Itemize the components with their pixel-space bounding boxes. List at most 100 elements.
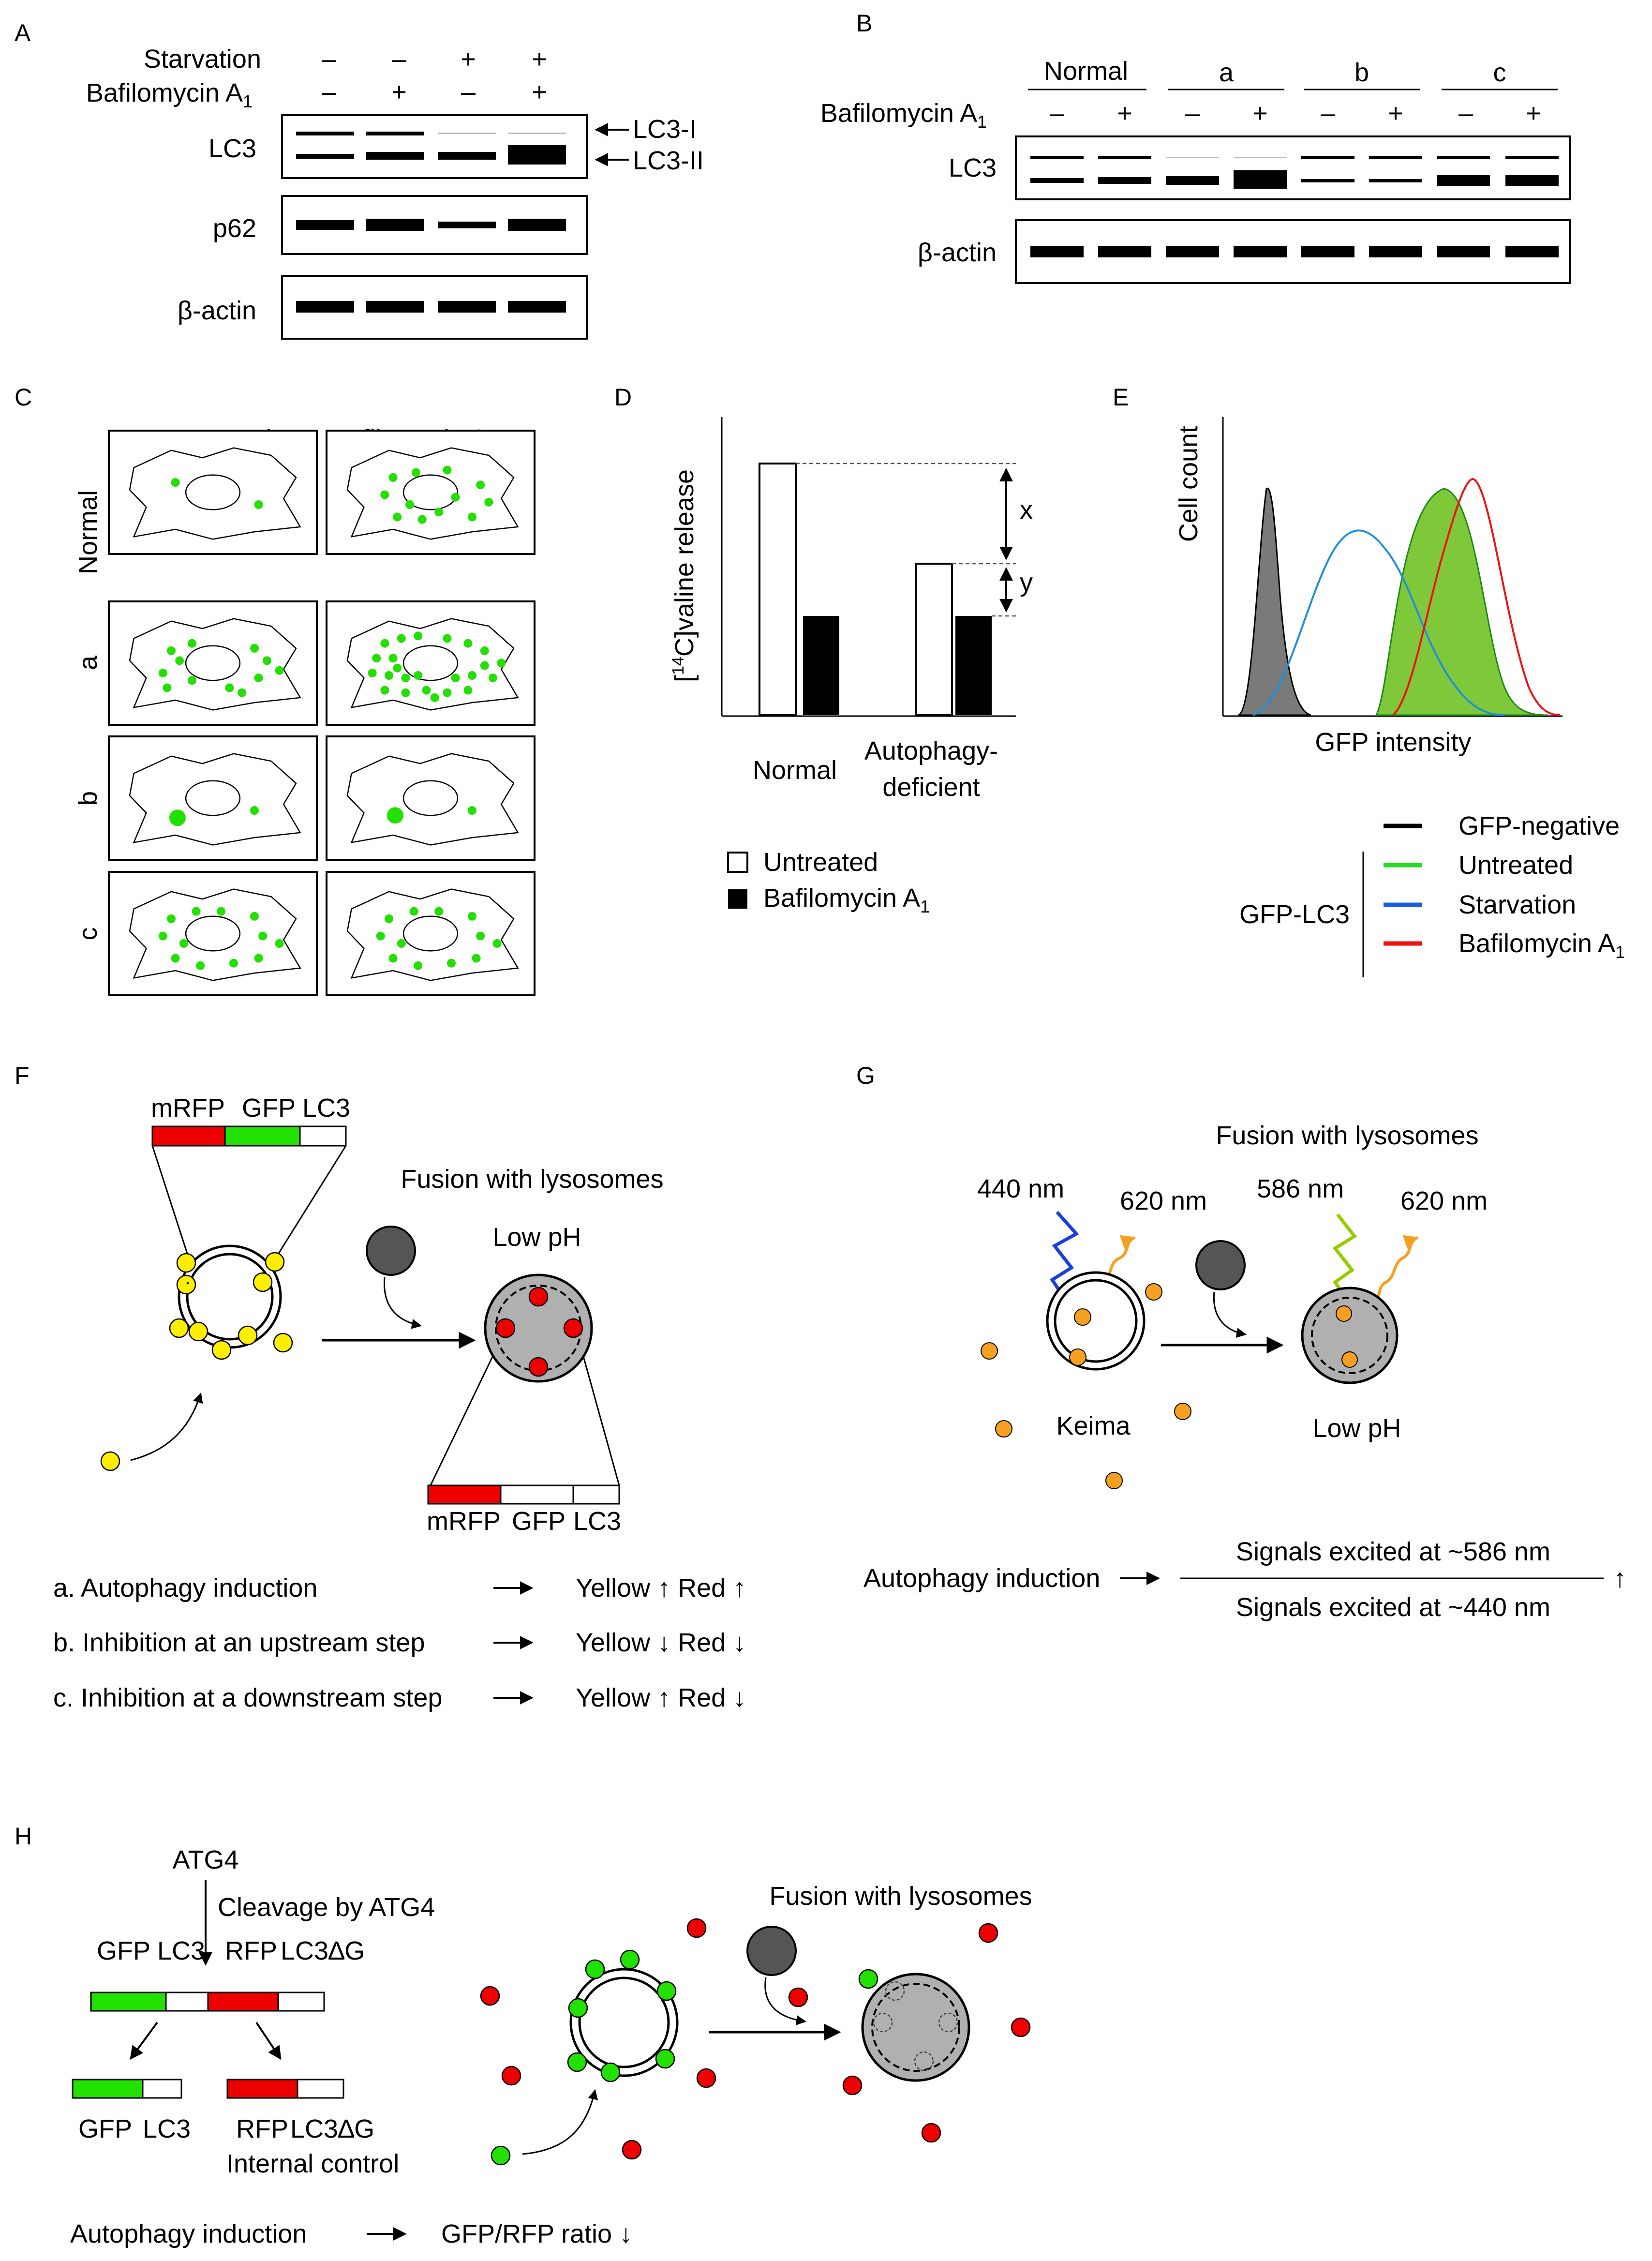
curve-untreated [1375, 488, 1548, 716]
starvation-label: Starvation [144, 45, 261, 74]
sign: + [1117, 99, 1132, 128]
red-dot [528, 1357, 549, 1377]
panel-h: H ATG4 Cleavage by ATG4 GFP LC3 RFP LC3∆… [15, 1823, 1032, 2248]
yellow-dot [176, 1253, 196, 1273]
quenched-dot [914, 2051, 934, 2071]
ratio-denominator: Signals excited at ~440 nm [1236, 1593, 1550, 1622]
gfp-punctum [388, 954, 398, 963]
gfp-punctum [388, 654, 398, 663]
gfp-punctum [393, 512, 402, 522]
band [1437, 156, 1490, 159]
segment-lc3 [165, 1991, 209, 2012]
band [1030, 156, 1084, 159]
band [438, 222, 496, 228]
legend-untreated: Untreated [763, 848, 878, 877]
gfp-punctum [167, 646, 176, 655]
green-dot [585, 1959, 605, 1979]
gfp-punctum [380, 639, 389, 648]
keima-autophagosome-inner [1054, 1279, 1138, 1363]
panel-g-letter: G [856, 1062, 875, 1089]
uptake-arrow [522, 2089, 598, 2155]
yellow-dot [176, 1274, 196, 1295]
band [508, 145, 566, 165]
band [438, 301, 496, 313]
gfp-punctum [414, 961, 423, 970]
band [296, 220, 354, 230]
red-puncta [480, 1918, 1031, 2160]
ratio-numerator: Signals excited at ~586 nm [1236, 1537, 1550, 1566]
green-dot [491, 2145, 511, 2166]
gfp-punctum [158, 668, 167, 677]
row-a: a [74, 655, 103, 670]
gfp-punctum [385, 914, 393, 923]
gfp-punctum [430, 693, 439, 702]
atg4-label: ATG4 [172, 1845, 238, 1874]
gfp-punctum [217, 907, 226, 916]
yellow-dot [186, 1282, 189, 1285]
lc3-bands-b [1030, 156, 1559, 189]
orange-dot [981, 1342, 998, 1360]
sign: + [532, 77, 547, 106]
band [1369, 156, 1422, 159]
gfp-punctum [443, 688, 452, 697]
red-dot [686, 1918, 707, 1938]
cell-image-frame [326, 735, 536, 861]
construct-after-gfp [500, 1484, 574, 1505]
emission-wave-right [1370, 1235, 1419, 1313]
nucleus [185, 915, 241, 952]
panel-c-letter: C [15, 384, 32, 411]
red-dot [528, 1287, 549, 1307]
legend-starvation: Starvation [1459, 890, 1576, 919]
bafilomycin-label: Bafilomycin A1 [820, 99, 987, 132]
lc3-blot [1015, 135, 1571, 200]
cell-outline [346, 447, 519, 540]
excitation-wave-440 [1050, 1211, 1079, 1310]
outcome-a: a. Autophagy induction [53, 1573, 317, 1602]
fusion-label: Fusion with lysosomes [1216, 1121, 1478, 1150]
band [1166, 246, 1219, 257]
cell-image-frame [326, 430, 536, 555]
gfp-punctum [250, 644, 259, 653]
cell-grid [108, 430, 536, 996]
sign: – [1459, 99, 1473, 128]
gfp-punctum [167, 914, 176, 923]
panel-g: G Fusion with lysosomes 440 nm 620 nm 58… [856, 1062, 1626, 1622]
panel-b-groups: Normal a b c [1028, 57, 1558, 90]
induction-label: Autophagy induction [70, 2219, 307, 2248]
construct-after-gfp-label: GFP [512, 1507, 566, 1536]
band [296, 132, 354, 135]
gfp-punctum [489, 674, 497, 683]
red-dot [495, 1318, 516, 1338]
gfp-punctum [451, 493, 460, 502]
row-c: c [74, 928, 103, 941]
p62-label: p62 [213, 214, 256, 243]
gfp-punctum [434, 508, 444, 517]
product-lc3dg [297, 2079, 344, 2099]
band [508, 133, 566, 134]
green-dot [600, 2062, 621, 2082]
lc3-label: LC3 [949, 153, 997, 182]
band [296, 301, 354, 313]
product-lc3-label: LC3 [143, 2114, 191, 2143]
legend-group-label: GFP-LC3 [1239, 900, 1350, 929]
lysosome [746, 1926, 797, 1976]
gfp-punctum [414, 671, 423, 680]
sign: + [1252, 99, 1268, 128]
fusion-label: Fusion with lysosomes [769, 1882, 1032, 1911]
lysosome-arrow [1213, 1291, 1247, 1338]
gfp-punctum [463, 639, 473, 648]
panel-h-letter: H [15, 1823, 32, 1850]
cell-outline [129, 447, 301, 540]
panel-a-letter: A [15, 19, 31, 46]
nucleus [402, 915, 459, 952]
panel-b-letter: B [856, 10, 872, 37]
nucleus [402, 474, 459, 510]
bafilomycin-label: Bafilomycin A1 [86, 78, 253, 111]
sign: + [532, 45, 547, 74]
construct-lc3: LC3 [157, 1936, 205, 1965]
segment-rfp [207, 1991, 279, 2012]
gfp-punctum [171, 478, 180, 487]
gfp-punctum [387, 807, 403, 824]
curve-gfp-negative [1238, 487, 1311, 716]
